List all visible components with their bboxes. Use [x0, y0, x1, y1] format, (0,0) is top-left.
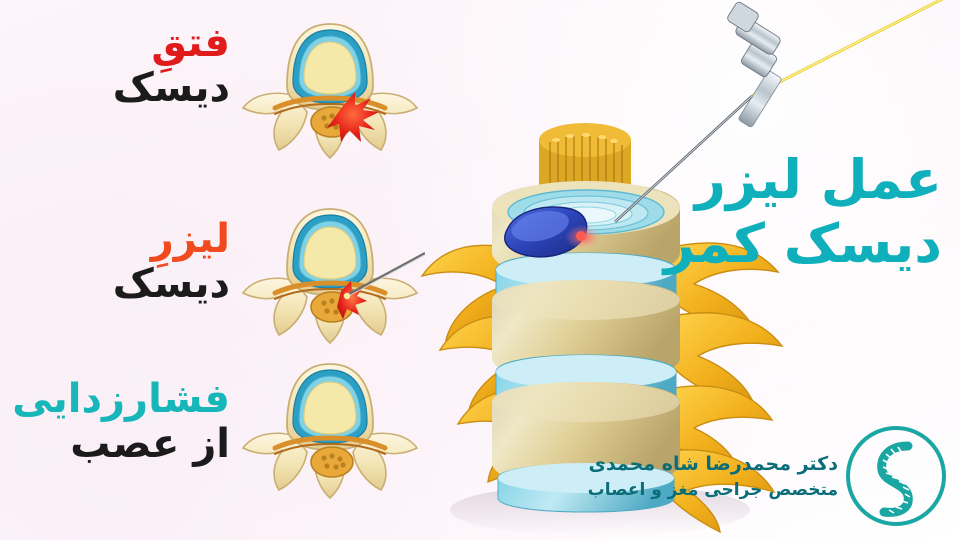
label-nerve-decompression-line2: از عصب	[70, 421, 230, 468]
label-laser-disc: لیزرِ دیسک	[112, 216, 231, 308]
laser-needle-probe	[504, 206, 601, 258]
doctor-name: دکتر محمدرضا شاه محمدی	[588, 453, 839, 475]
spine-clinic-logo	[846, 426, 946, 526]
vertebra-herniation-icon	[241, 23, 419, 160]
laser-beam	[751, 0, 944, 98]
vertebral-bodies	[492, 181, 680, 513]
page-title-line2: دیسک کمر	[663, 212, 943, 276]
label-nerve-decompression-line1: فشارزدایی	[12, 376, 230, 422]
label-column: فتقِ دیسک لیزرِ دیسک فشارزدایی از عصب	[0, 0, 240, 540]
label-herniated-disc-line2: دیسک	[112, 65, 230, 112]
vertebra-laser-icon	[241, 208, 425, 345]
doctor-credit: دکتر محمدرضا شاه محمدی متخصص جراحی مغز و…	[587, 453, 839, 500]
needle-hub	[614, 1, 782, 223]
label-laser-disc-line2: دیسک	[112, 261, 230, 308]
doctor-specialty: متخصص جراحی مغز و اعصاب	[587, 480, 839, 500]
label-herniated-disc: فتقِ دیسک	[112, 20, 231, 112]
page-title: عمل لیزر دیسک کمر	[663, 148, 943, 276]
label-herniated-disc-line1: فتقِ	[151, 20, 230, 66]
lumbar-spine-laser-probe-3d	[420, 0, 944, 536]
vertebra-decompression-icon	[241, 363, 419, 500]
label-nerve-decompression: فشارزدایی از عصب	[12, 376, 230, 468]
page-title-line1: عمل لیزر	[694, 148, 943, 211]
label-laser-disc-line1: لیزرِ	[150, 216, 231, 262]
